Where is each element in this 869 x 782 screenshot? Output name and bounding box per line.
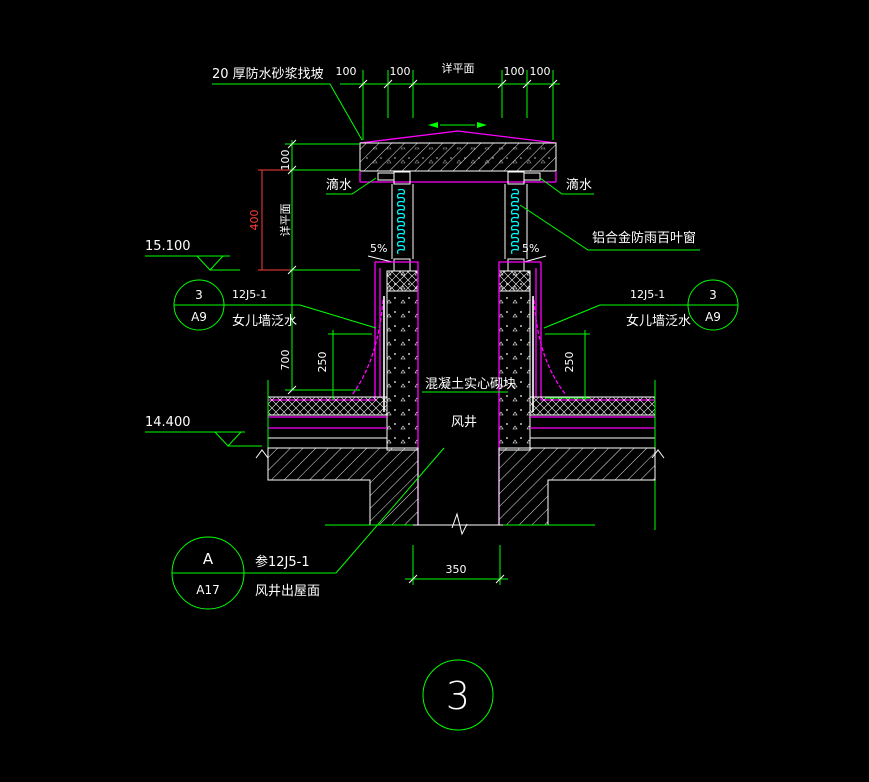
- dim-250-right: 250: [545, 330, 590, 400]
- louver-left: [391, 171, 414, 272]
- top-dim-mid: 详平面: [442, 61, 475, 75]
- ref-right-label: 12J5-1: [630, 288, 665, 301]
- elevation-lower: 14.400: [145, 415, 262, 447]
- slope-left-label: 5%: [370, 242, 387, 255]
- slope-right-label: 5%: [522, 242, 539, 255]
- callout-right-num: 3: [709, 288, 717, 302]
- callout-main-num: A: [203, 550, 214, 568]
- left-vertical-dims: 100 400 详平面 700: [248, 139, 360, 395]
- callout-right-sheet: A9: [705, 310, 721, 324]
- roof-slab: [255, 447, 665, 536]
- parapet-right: [498, 261, 656, 530]
- mortar-slope-leader: [212, 83, 363, 141]
- top-dim-2: 100: [390, 65, 411, 78]
- concrete-block-label: 混凝土实心砌块: [425, 376, 516, 392]
- drawing-number: 3: [422, 659, 494, 731]
- shaft-label: 风井: [451, 415, 477, 430]
- dim-250-left-label: 250: [316, 352, 329, 373]
- ref-main-label: 参12J5-1: [255, 554, 310, 570]
- shaft-roof-label: 风井出屋面: [255, 584, 320, 599]
- bottom-dim-label: 350: [446, 563, 467, 576]
- louver-leader: [519, 204, 700, 251]
- callout-left-sheet: A9: [191, 310, 207, 324]
- drip-right-leader: [539, 177, 594, 195]
- callout-left-num: 3: [195, 288, 203, 302]
- bottom-dimension: 350: [405, 545, 508, 585]
- drip-right-label: 滴水: [566, 177, 592, 193]
- parapet-left-label: 女儿墙泛水: [232, 313, 297, 329]
- drawing-number-label: 3: [446, 674, 470, 718]
- top-dim-4: 100: [530, 65, 551, 78]
- top-dim-3: 100: [504, 65, 525, 78]
- mortar-slope-label: 20 厚防水砂浆找坡: [212, 66, 324, 82]
- elevation-lower-label: 14.400: [145, 415, 191, 430]
- dim-250-right-label: 250: [563, 352, 576, 373]
- elevation-upper-label: 15.100: [145, 239, 191, 254]
- callout-main: A A17 参12J5-1 风井出屋面: [171, 447, 445, 610]
- vdim-top: 100: [279, 150, 292, 171]
- parapet-right-label: 女儿墙泛水: [626, 313, 691, 329]
- louver-right: [504, 171, 528, 272]
- ref-left-label: 12J5-1: [232, 288, 267, 301]
- callout-left: 3 A9 12J5-1 女儿墙泛水: [173, 279, 377, 331]
- parapet-left: [267, 261, 419, 525]
- vdim-lower: 700: [279, 350, 292, 371]
- top-dim-1: 100: [336, 65, 357, 78]
- callout-main-sheet: A17: [196, 583, 219, 597]
- vdim-detail: 详平面: [278, 204, 292, 237]
- elevation-upper: 15.100: [145, 239, 240, 271]
- drip-left-leader: [326, 177, 377, 195]
- callout-right: 3 A9 12J5-1 女儿墙泛水: [543, 279, 739, 331]
- vdim-red: 400: [248, 210, 261, 231]
- cap-slab: [359, 122, 557, 183]
- dim-250-left: 250: [316, 330, 372, 400]
- top-dimension-group: 100 100 详平面 100 100: [336, 61, 560, 140]
- drip-left-label: 滴水: [326, 177, 352, 193]
- louver-label: 铝合金防雨百叶窗: [592, 230, 696, 246]
